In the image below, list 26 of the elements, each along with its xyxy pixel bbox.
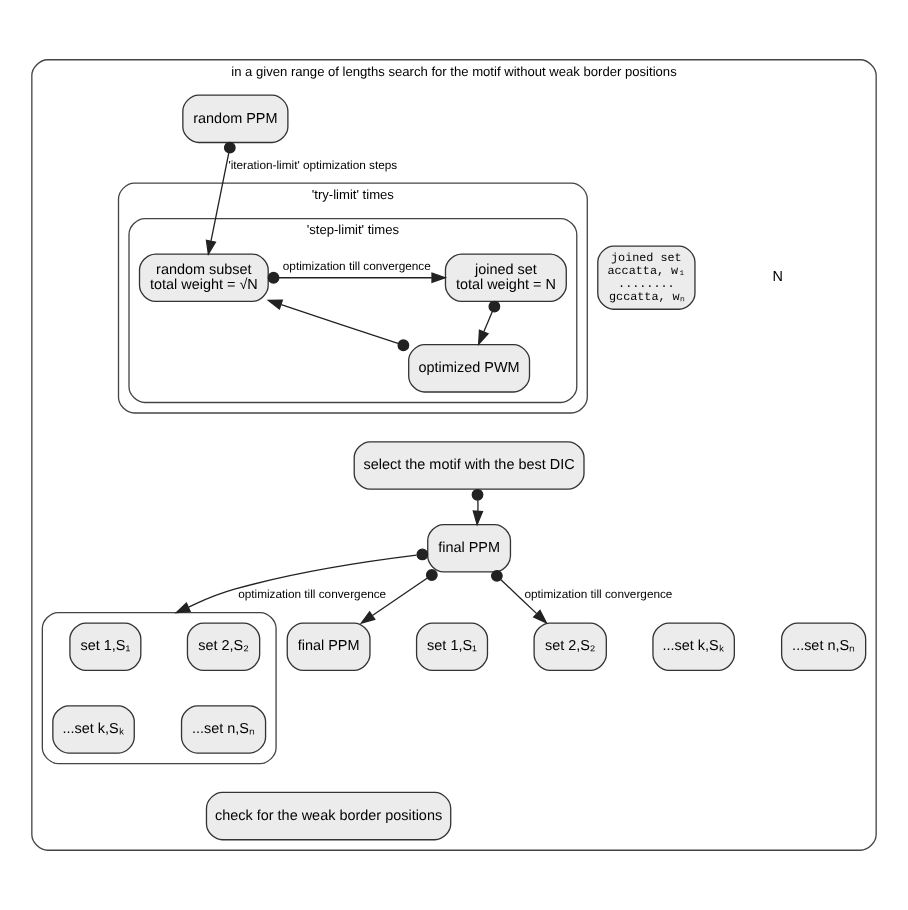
- node-box: set 2,S₂: [186, 622, 261, 671]
- arrow: [266, 299, 410, 352]
- cluster: [41, 611, 277, 765]
- arrow: [359, 569, 438, 625]
- arrow: [471, 488, 484, 527]
- node-box: ...set k,Sₖ: [52, 705, 135, 754]
- arrow: [490, 569, 548, 625]
- arrow: [477, 300, 501, 346]
- node-box: set 1,S₁: [415, 622, 489, 671]
- arrow: [174, 548, 429, 614]
- node-box: final PPM: [427, 523, 512, 573]
- node-box: set 2,S₂: [533, 622, 607, 671]
- node-box: ...set n,Sₙ: [780, 622, 867, 671]
- node-box: select the motif with the best DIC: [353, 441, 585, 490]
- arrow: [205, 141, 236, 256]
- node-box: check for the weak border positions: [205, 791, 452, 841]
- node-box: ...set n,Sₙ: [180, 705, 267, 754]
- node-box: joined set total weight = N: [444, 253, 567, 303]
- node-box: random subset total weight = √N: [138, 253, 269, 303]
- node-box: final PPM: [286, 622, 371, 671]
- node-box: random PPM: [182, 94, 289, 144]
- node-box: ...set k,Sₖ: [652, 622, 735, 671]
- label: N: [772, 267, 783, 286]
- node-box: set 1,S₁: [69, 622, 142, 671]
- node-box: optimized PWM: [408, 344, 531, 393]
- arrow: [267, 271, 448, 284]
